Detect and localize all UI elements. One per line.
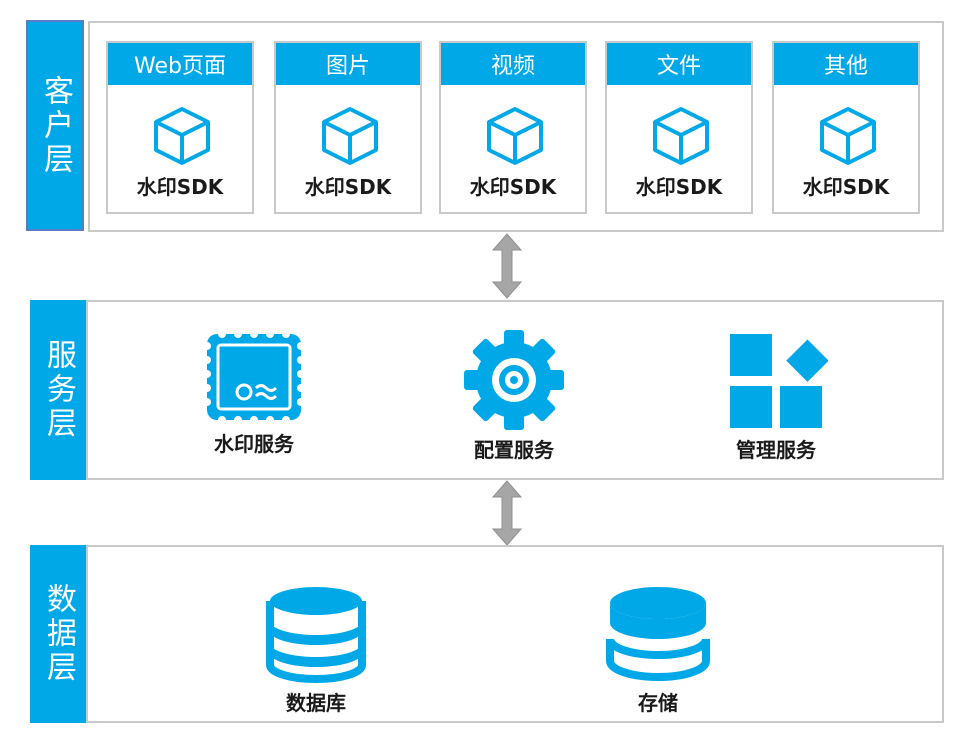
service-layer-box: 水印服务 配置服务 [86, 300, 944, 480]
cube-icon [154, 107, 210, 165]
service-management: 管理服务 [676, 330, 876, 463]
watermark-stamp-icon [203, 330, 305, 424]
data-layer-label-text: 数据层 [41, 583, 76, 685]
card-title: 其他 [774, 43, 918, 85]
service-watermark: 水印服务 [154, 330, 354, 457]
data-storage: 存储 [558, 583, 758, 716]
gear-icon [464, 330, 564, 430]
card-caption: 水印SDK [635, 175, 723, 199]
card-caption: 水印SDK [469, 175, 557, 199]
data-caption: 数据库 [286, 691, 346, 715]
cube-icon [653, 107, 709, 165]
data-database: 数据库 [216, 583, 416, 716]
card-title: 图片 [276, 43, 420, 85]
card-caption: 水印SDK [304, 175, 392, 199]
client-layer-label-text: 客户层 [38, 74, 73, 177]
service-caption: 管理服务 [736, 438, 816, 462]
cube-icon [487, 107, 543, 165]
grid-management-icon [730, 334, 829, 428]
client-card-video: 视频 水印SDK [439, 41, 587, 214]
card-title: 文件 [607, 43, 751, 85]
cube-icon [820, 107, 876, 165]
client-card-other: 其他 水印SDK [772, 41, 920, 214]
card-caption: 水印SDK [136, 175, 224, 199]
service-caption: 配置服务 [474, 438, 554, 462]
service-layer-label-text: 服务层 [41, 339, 76, 441]
storage-icon [606, 587, 710, 681]
card-title: 视频 [441, 43, 585, 85]
client-card-file: 文件 水印SDK [605, 41, 753, 214]
double-arrow-icon [491, 233, 523, 299]
card-caption: 水印SDK [802, 175, 890, 199]
data-layer-box: 数据库 存储 [86, 545, 944, 723]
client-layer-label: 客户层 [26, 20, 84, 231]
service-caption: 水印服务 [214, 432, 294, 456]
service-layer-label: 服务层 [30, 300, 86, 480]
data-caption: 存储 [638, 691, 678, 715]
client-card-web: Web页面 水印SDK [106, 41, 254, 214]
double-arrow-icon [491, 480, 523, 546]
service-config: 配置服务 [414, 330, 614, 463]
card-title: Web页面 [108, 43, 252, 85]
client-card-image: 图片 水印SDK [274, 41, 422, 214]
database-icon [266, 587, 366, 683]
data-layer-label: 数据层 [30, 545, 86, 723]
client-layer-box: Web页面 水印SDK 图片 水印SDK 视频 [88, 21, 944, 232]
cube-icon [322, 107, 378, 165]
